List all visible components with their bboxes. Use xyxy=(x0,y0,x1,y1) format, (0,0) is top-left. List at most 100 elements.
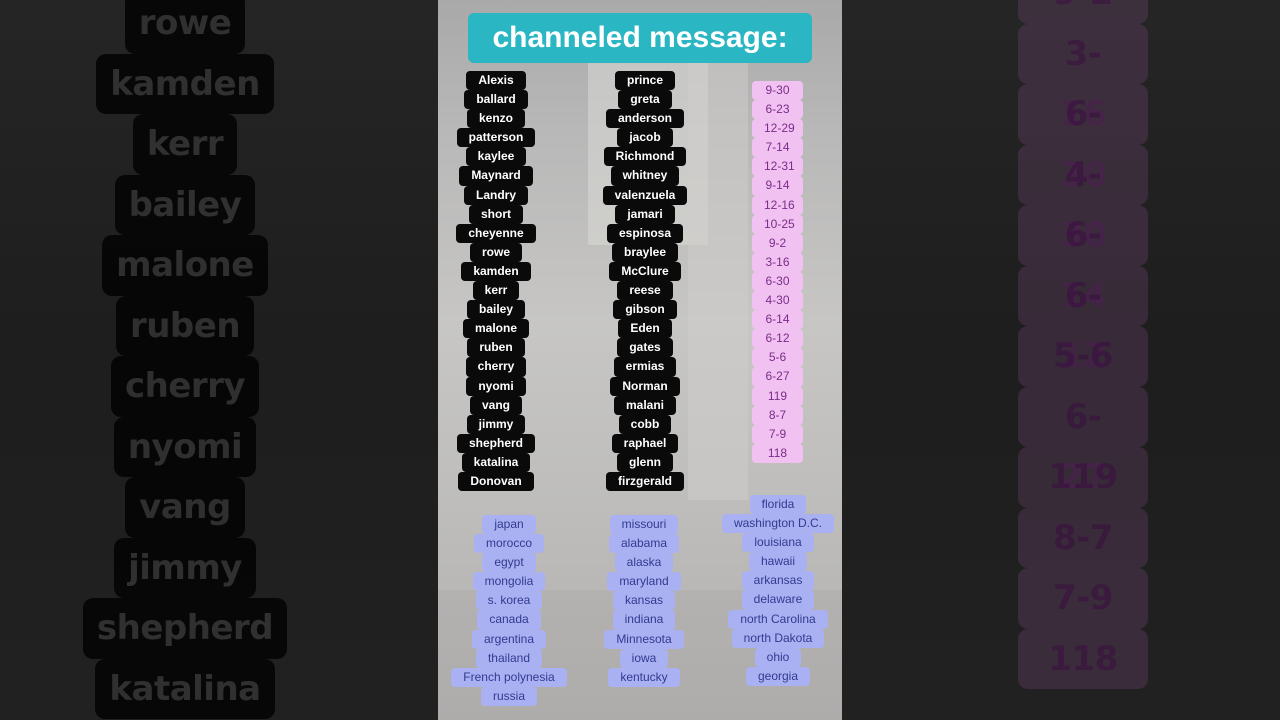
background-door-shape xyxy=(688,60,748,500)
name-tag: Maynard xyxy=(459,166,533,186)
name-tag: kenzo xyxy=(466,109,525,129)
name-tag: cheyenne xyxy=(456,223,536,243)
place-tag: louisiana xyxy=(742,533,814,553)
blurred-date-tag: 6-14 xyxy=(1018,205,1148,316)
name-tag: Alexis xyxy=(466,71,526,91)
place-tag: hawaii xyxy=(748,552,808,572)
blurred-name-tag: shepherd xyxy=(82,598,288,659)
blurred-date-tag: 8-7 xyxy=(1018,507,1148,568)
blurred-name-tag: katalina xyxy=(95,658,275,719)
place-tag: georgia xyxy=(745,666,811,686)
blurred-name-tag: cherry xyxy=(110,356,260,417)
date-tag: 3-16 xyxy=(752,252,803,272)
blurred-date-tag: 7-9 xyxy=(1018,568,1148,629)
place-tag: indiana xyxy=(612,610,676,630)
place-tag: kentucky xyxy=(608,667,680,687)
name-tag: kerr xyxy=(472,281,520,301)
date-tag: 9-2 xyxy=(752,233,803,253)
place-tag: ohio xyxy=(754,647,802,667)
place-tag: maryland xyxy=(607,572,681,592)
name-tag: shepherd xyxy=(456,433,535,453)
name-tag: ruben xyxy=(467,338,525,358)
date-tag: 12-16 xyxy=(752,195,803,215)
place-tag: north Dakota xyxy=(731,628,825,648)
place-tag: s. korea xyxy=(475,591,543,611)
place-tag: thailand xyxy=(475,648,543,668)
name-tag: short xyxy=(469,204,523,224)
blurred-date-list: 9-23-166-304-306-146-125-66-271198-77-91… xyxy=(1018,0,1148,689)
blurred-date-tag: 6-30 xyxy=(1018,84,1148,195)
date-tag: 6-30 xyxy=(752,271,803,292)
place-tag: French polynesia xyxy=(451,667,567,687)
name-tag: malone xyxy=(462,319,529,339)
name-tag: greta xyxy=(618,90,672,110)
date-tag: 5-6 xyxy=(752,348,803,368)
blurred-date-tag: 4-30 xyxy=(1018,144,1148,255)
name-tag: patterson xyxy=(456,128,536,148)
name-tag: braylee xyxy=(611,242,679,262)
date-tag: 4-30 xyxy=(752,291,803,311)
blurred-date-tag: 9-2 xyxy=(1018,0,1148,24)
name-tag: anderson xyxy=(605,109,684,129)
name-tag: gates xyxy=(617,338,673,358)
date-tag: 12-29 xyxy=(752,119,803,139)
blurred-name-tag: vang xyxy=(125,477,245,538)
name-tag: bailey xyxy=(466,300,526,320)
place-tag: Minnesota xyxy=(604,629,684,649)
name-tag: rowe xyxy=(469,242,522,262)
blurred-date-tag: 3-16 xyxy=(1018,23,1148,134)
date-tag: 6-14 xyxy=(752,310,803,330)
name-tag: Eden xyxy=(618,319,672,339)
date-tag: 7-14 xyxy=(752,138,803,158)
place-tag: delaware xyxy=(741,590,815,610)
date-tag: 9-30 xyxy=(752,81,803,101)
place-tag: japan xyxy=(482,515,536,535)
blurred-date-tag: 6-27 xyxy=(1018,386,1148,497)
name-tag: whitney xyxy=(610,166,680,186)
place-tag: arkansas xyxy=(741,571,815,591)
name-tag: Donovan xyxy=(458,471,534,492)
blurred-name-tag: jimmy xyxy=(114,537,256,598)
name-tag: jacob xyxy=(617,128,673,148)
place-tag: iowa xyxy=(619,648,669,668)
date-tag: 8-7 xyxy=(752,405,803,425)
name-tag: Norman xyxy=(610,376,680,396)
name-tag: jimmy xyxy=(466,414,526,434)
place-tag: russia xyxy=(480,686,537,706)
date-tag: 9-14 xyxy=(752,176,803,196)
date-tag: 6-12 xyxy=(752,329,803,349)
blurred-name-tag: bailey xyxy=(114,174,256,235)
name-tag: ballard xyxy=(464,90,528,110)
date-tag: 6-23 xyxy=(752,100,803,120)
blurred-name-tag: kamden xyxy=(96,53,274,114)
place-tag: washington D.C. xyxy=(721,514,835,534)
name-tag: kamden xyxy=(461,261,531,282)
blurred-date-tag: 5-6 xyxy=(1018,326,1148,387)
name-tag: glenn xyxy=(617,452,673,472)
name-tag: jamari xyxy=(615,204,675,224)
page-title: channeled message: xyxy=(468,13,812,63)
place-tag: canada xyxy=(477,610,541,630)
name-tag: firzgerald xyxy=(605,471,684,492)
right-dim-overlay xyxy=(842,0,1280,720)
date-tag: 12-31 xyxy=(752,157,803,177)
name-tag: McClure xyxy=(609,261,681,282)
name-tag: kaylee xyxy=(465,147,527,167)
name-tag: Richmond xyxy=(603,147,687,167)
name-tag: cobb xyxy=(618,414,672,434)
name-tag: gibson xyxy=(613,300,677,320)
place-tag: florida xyxy=(749,495,807,515)
place-tag: alabama xyxy=(608,534,680,554)
place-tag: alaska xyxy=(614,553,674,573)
name-tag: ermias xyxy=(613,357,677,377)
date-tag: 6-27 xyxy=(752,367,803,387)
blurred-date-tag: 118 xyxy=(1018,628,1148,689)
